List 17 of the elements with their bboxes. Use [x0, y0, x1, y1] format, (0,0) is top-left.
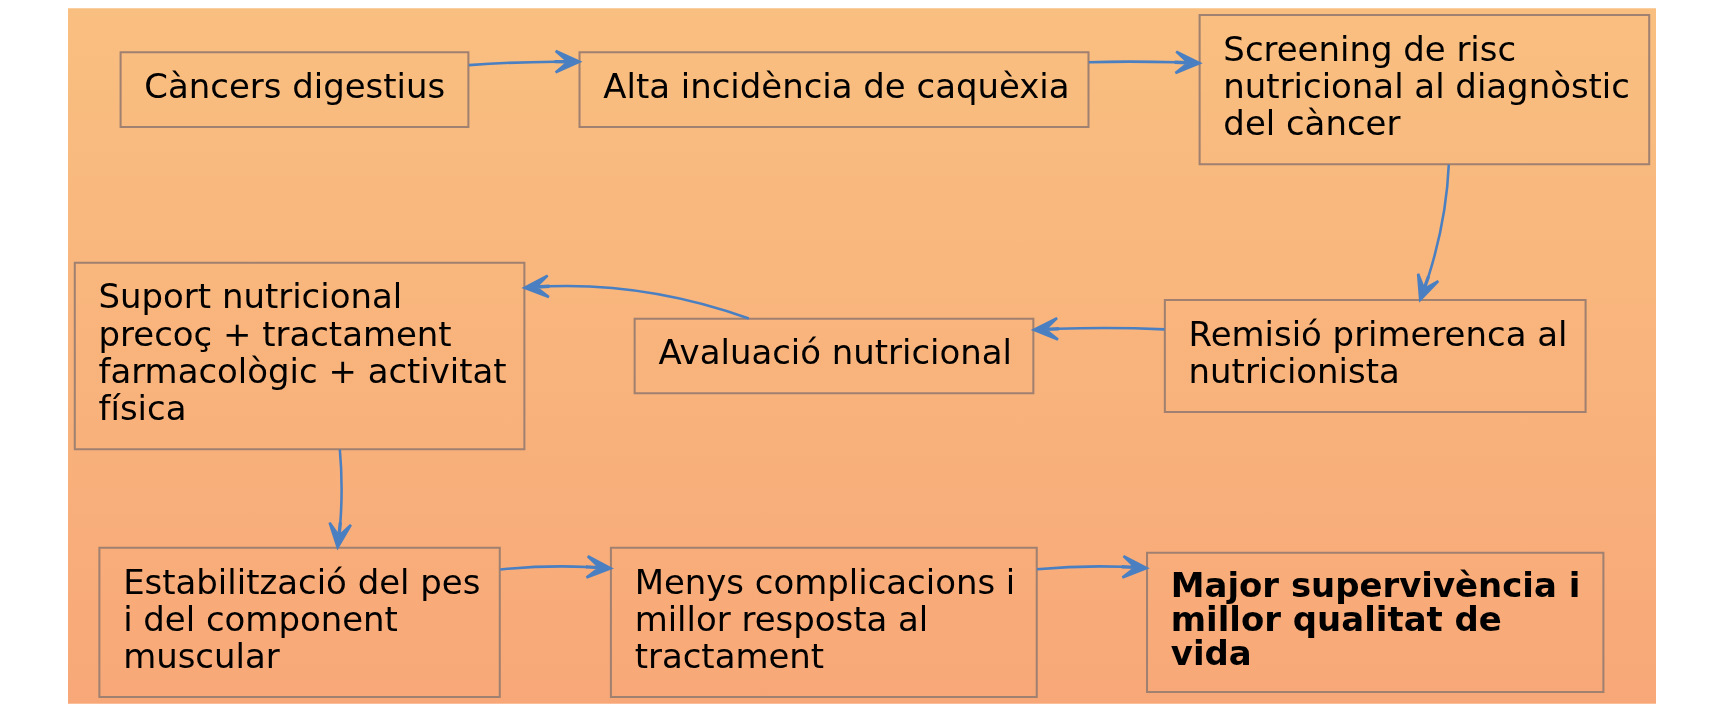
node-box: Major supervivència i millor qualitat de vida: [1145, 551, 1604, 693]
node-box: Alta incidència de caquèxia: [578, 51, 1089, 128]
node-box: Remisió primerenca al nutricionista: [1163, 299, 1587, 413]
node-box: Càncers digestius: [119, 51, 469, 128]
node-box: Estabilització del pes i del component muscular: [97, 546, 501, 699]
arrow: [522, 274, 749, 320]
node-box: Menys complicacions i millor resposta al tractament: [609, 546, 1038, 699]
arrow: [327, 449, 352, 549]
arrow: [1088, 50, 1201, 75]
arrow: [1032, 316, 1165, 341]
arrow: [1036, 554, 1148, 579]
arrow: [1416, 164, 1450, 302]
node-box: Screening de risc nutricional al diagnòstic del càncer: [1198, 13, 1650, 166]
node-box: Suport nutricional precoç + tractament farmacològic + activitat física: [73, 261, 525, 451]
arrow: [468, 49, 581, 74]
node-box: Avaluació nutricional: [633, 317, 1034, 395]
arrow: [499, 554, 612, 579]
